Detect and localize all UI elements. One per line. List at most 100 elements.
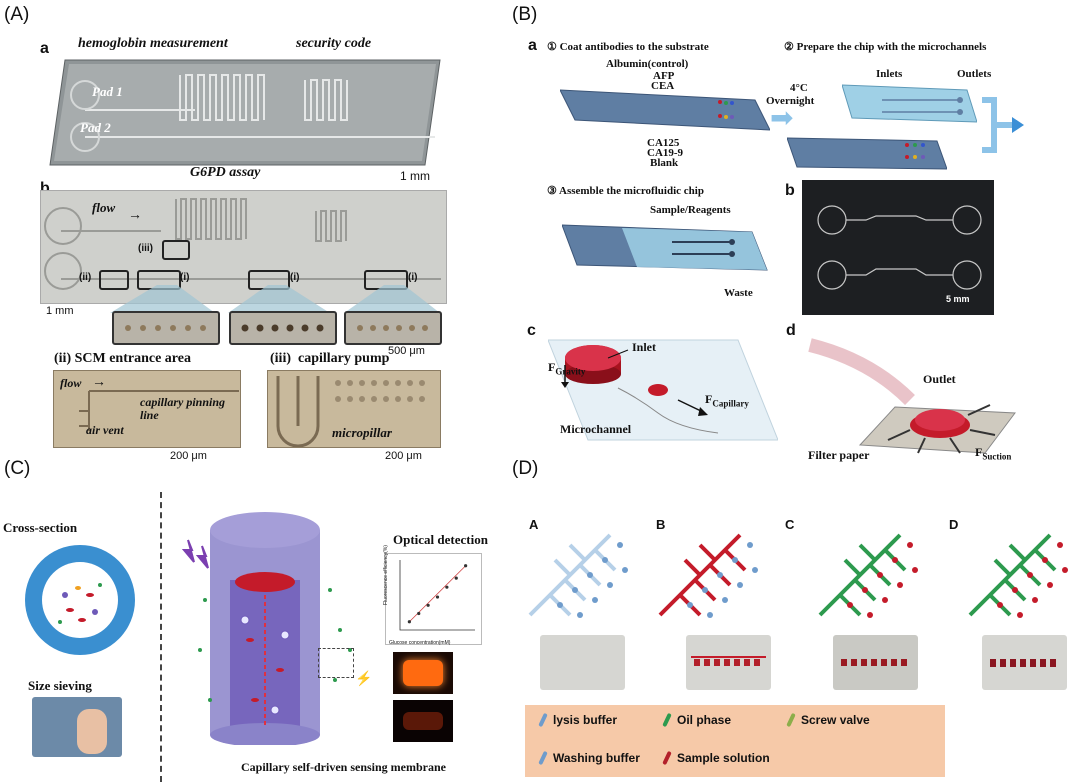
pad1-label: Pad 1 bbox=[92, 84, 123, 99]
fluorescence-bright bbox=[393, 652, 453, 694]
micropillar-label: micropillar bbox=[332, 425, 392, 440]
arrow-right-icon: ➡ bbox=[770, 102, 794, 133]
inlets-label: Inlets bbox=[876, 68, 903, 80]
dmf-array-diagrams bbox=[528, 533, 1068, 618]
zoom-inset-3 bbox=[344, 311, 442, 345]
membrane-caption: Capillary self-driven sensing membrane bbox=[241, 760, 446, 774]
ii-flow-arrow: → bbox=[92, 373, 106, 389]
optical-detection-label: Optical detection bbox=[393, 532, 488, 547]
x-axis-label: Glucose concentration(mM) bbox=[389, 640, 451, 646]
inlet-diagram bbox=[548, 339, 778, 441]
legend-label: lysis buffer bbox=[553, 713, 618, 727]
d-photo-d bbox=[982, 635, 1067, 690]
chip-image-a bbox=[49, 59, 441, 166]
subpanel-b-d-label: d bbox=[786, 322, 796, 339]
optical-chart bbox=[385, 553, 482, 645]
microchannel-label: Microchannel bbox=[560, 422, 632, 436]
chip-photo-dark bbox=[802, 180, 994, 315]
legend-lysis-buffer: lysis buffer bbox=[538, 712, 618, 728]
d-sub-d: D bbox=[949, 517, 959, 532]
albumin-label: Albumin(control) bbox=[606, 58, 689, 70]
panel-c-label: (C) bbox=[4, 458, 31, 479]
scale-1mm-a: 1 mm bbox=[400, 169, 430, 183]
d-sub-a: A bbox=[529, 517, 539, 532]
ca125-label: CA125 bbox=[647, 137, 680, 149]
subpanel-a-label: a bbox=[40, 40, 49, 57]
legend-washing-buffer: Washing buffer bbox=[538, 750, 640, 766]
waste-label: Waste bbox=[724, 287, 753, 299]
temp-label: 4°C bbox=[790, 82, 808, 94]
oil-phase-swatch bbox=[662, 712, 672, 728]
panel-a-label: (A) bbox=[4, 4, 30, 25]
substrate-slide bbox=[560, 89, 770, 131]
chart-point bbox=[454, 576, 458, 580]
region-i-label-3: (i) bbox=[408, 272, 418, 283]
step3-label: ③ Assemble the microfluidic chip bbox=[547, 185, 704, 197]
chart-axes bbox=[399, 560, 475, 631]
filter-paper-label: Filter paper bbox=[808, 448, 870, 462]
chart-point bbox=[426, 603, 430, 607]
zoom-inset-1 bbox=[112, 311, 220, 345]
ii-title: (ii) SCM entrance area bbox=[54, 351, 191, 366]
d-sub-c: C bbox=[785, 517, 795, 532]
scale-500um: 500 μm bbox=[388, 345, 425, 357]
pad2-label: Pad 2 bbox=[80, 120, 111, 135]
washing-buffer-swatch bbox=[538, 750, 548, 766]
d-legend: lysis buffer Oil phase Screw valve Washi… bbox=[525, 705, 945, 777]
chart-point bbox=[417, 611, 421, 616]
blank-label: Blank bbox=[650, 157, 679, 169]
step2-label: ② Prepare the chip with the microchannel… bbox=[784, 41, 987, 53]
d-photo-b bbox=[686, 635, 771, 690]
combine-bracket-icon bbox=[982, 97, 1024, 153]
cross-section-ring bbox=[25, 545, 135, 655]
assembled-chip bbox=[562, 224, 768, 271]
flow-label: flow bbox=[92, 200, 116, 215]
region-ii-box bbox=[99, 270, 129, 290]
panel-b-label: (B) bbox=[512, 4, 538, 25]
legend-label: Oil phase bbox=[677, 713, 732, 727]
d-sub-b: B bbox=[656, 517, 666, 532]
air-vent-label: air vent bbox=[86, 423, 124, 437]
size-sieving-label: Size sieving bbox=[28, 678, 92, 693]
hemoglobin-label: hemoglobin measurement bbox=[78, 36, 228, 51]
subpanel-b-c-label: c bbox=[527, 322, 536, 339]
screw-valve-swatch bbox=[786, 712, 796, 728]
cross-section-label: Cross-section bbox=[3, 520, 78, 535]
legend-sample-solution: Sample solution bbox=[662, 750, 770, 766]
chart-point bbox=[464, 564, 468, 568]
divider-dashed bbox=[160, 492, 162, 782]
outlet-diagram bbox=[808, 338, 1016, 454]
hand-photo bbox=[32, 697, 122, 757]
legend-label: Washing buffer bbox=[553, 751, 640, 765]
outlets-label: Outlets bbox=[957, 68, 992, 80]
f-gravity-label: FGravity bbox=[548, 360, 586, 377]
g6pd-label: G6PD assay bbox=[190, 165, 261, 180]
chart-point bbox=[407, 620, 411, 624]
iii-title: (iii) capillary pump bbox=[270, 351, 390, 366]
overnight-label: Overnight bbox=[766, 95, 815, 107]
sample-solution-swatch bbox=[662, 750, 672, 766]
panel-d-label: (D) bbox=[512, 458, 539, 479]
scale-5mm: 5 mm bbox=[946, 294, 970, 304]
d-photo-a bbox=[540, 635, 625, 690]
chart-point bbox=[445, 585, 449, 589]
security-code-label: security code bbox=[296, 36, 372, 51]
zoom-region-box bbox=[318, 648, 354, 678]
scale-200um-a: 200 μm bbox=[170, 450, 207, 462]
y-axis-label: Fluorescence efficiency(%) bbox=[383, 545, 389, 605]
sensing-membrane-cylinder bbox=[181, 512, 352, 745]
sample-reagents-label: Sample/Reagents bbox=[650, 204, 731, 216]
region-iii-label: (iii) bbox=[138, 243, 153, 254]
region-i-label-1: (i) bbox=[180, 272, 190, 283]
ca199-label: CA19-9 bbox=[647, 147, 684, 159]
chart-point bbox=[435, 595, 440, 599]
subpanel-b-a-label: a bbox=[528, 37, 537, 54]
outlet-label: Outlet bbox=[923, 372, 956, 386]
step1-label: ① Coat antibodies to the substrate bbox=[547, 41, 709, 53]
flow-arrow: → bbox=[128, 206, 142, 222]
fluorescence-dim bbox=[393, 700, 453, 742]
subpanel-b-b-label: b bbox=[785, 182, 795, 199]
cea-label: CEA bbox=[651, 80, 675, 92]
region-ii-label: (ii) bbox=[79, 272, 92, 283]
scale-200um-b: 200 μm bbox=[385, 450, 422, 462]
